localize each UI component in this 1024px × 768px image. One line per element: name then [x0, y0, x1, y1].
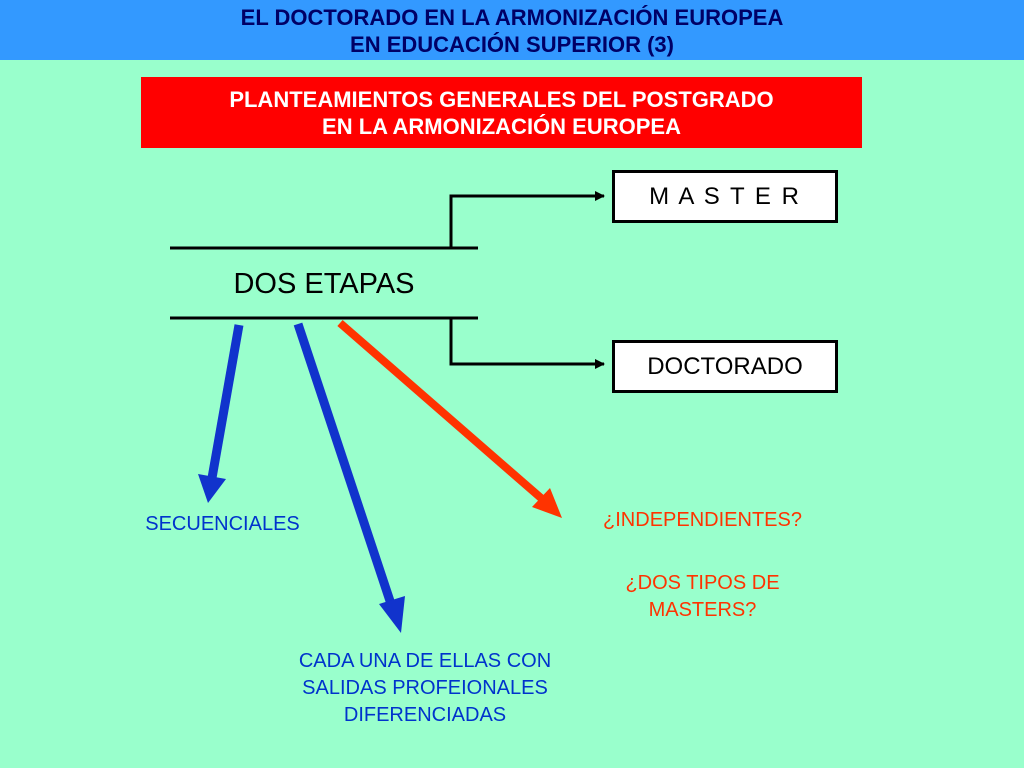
connector-doctorado: [449, 318, 605, 369]
label-secuenciales: SECUENCIALES: [145, 513, 300, 535]
doctorado-box: DOCTORADO: [612, 340, 838, 393]
center-label: DOS ETAPAS: [233, 268, 415, 300]
label-cada-una: CADA UNA DE ELLAS CON SALIDAS PROFEIONAL…: [298, 650, 552, 726]
label-dos-tipos: ¿DOS TIPOS DE MASTERS?: [625, 572, 780, 621]
subtitle-banner: PLANTEAMIENTOS GENERALES DEL POSTGRADO E…: [141, 77, 862, 148]
header-bar: EL DOCTORADO EN LA ARMONIZACIÓN EUROPEA …: [0, 0, 1024, 60]
subtitle-text: PLANTEAMIENTOS GENERALES DEL POSTGRADO E…: [229, 87, 774, 139]
label-independientes: ¿INDEPENDIENTES?: [603, 509, 802, 531]
connector-master: [449, 191, 605, 248]
master-label: M A S T E R: [649, 182, 801, 210]
arrow-independientes: [337, 319, 562, 518]
doctorado-label: DOCTORADO: [647, 352, 803, 380]
master-box: M A S T E R: [612, 170, 838, 223]
arrow-secuenciales: [198, 324, 244, 503]
arrow-cada-una: [293, 322, 405, 633]
page-title: EL DOCTORADO EN LA ARMONIZACIÓN EUROPEA …: [240, 5, 784, 57]
